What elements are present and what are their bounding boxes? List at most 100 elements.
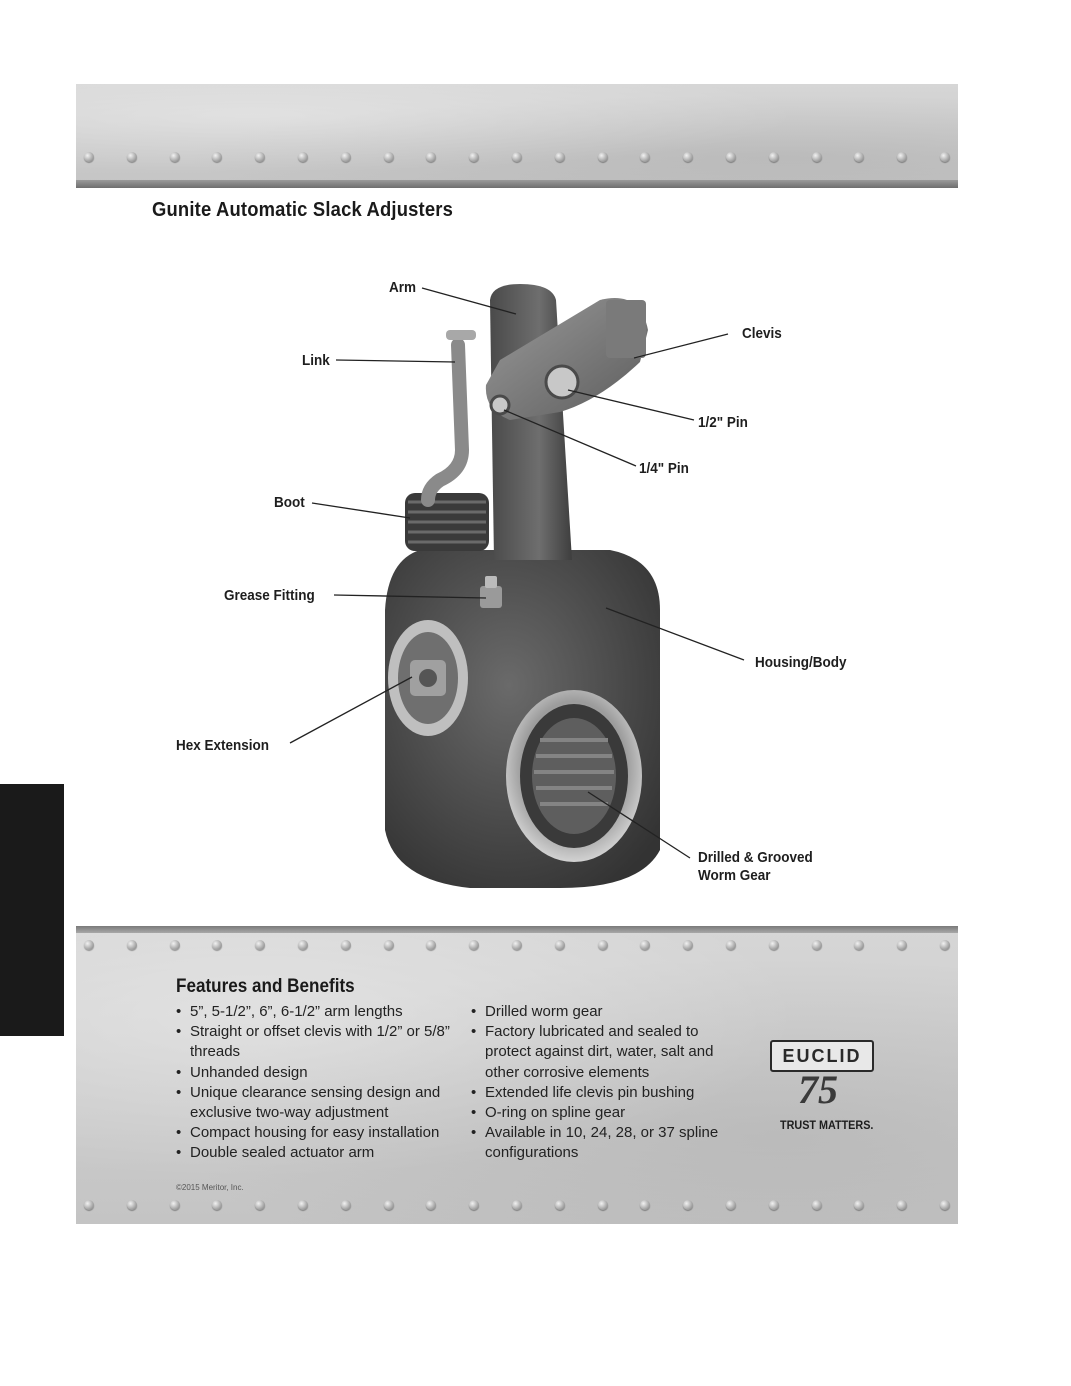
rivet [169,152,180,162]
rivet [640,1200,651,1210]
callout-boot: Boot [274,494,305,511]
rivet [297,940,308,950]
rivet-row-top [76,152,958,166]
logo-brand-box: EUCLID [770,1040,874,1072]
callout-clevis: Clevis [742,325,782,342]
rivet [511,940,522,950]
rivet [511,152,522,162]
callout-housing-body: Housing/Body [755,654,847,671]
rivet [340,152,351,162]
feature-item: Compact housing for easy installation [176,1123,466,1143]
callout-worm-gear-line2: Worm Gear [698,867,771,884]
rivet [383,940,394,950]
rivet-row-features-bottom [76,1200,958,1210]
rivet [469,1200,480,1210]
rivet [255,152,266,162]
rivet [768,940,779,950]
hex-extension [388,620,468,736]
rivet [897,1200,908,1210]
rivet [768,152,779,162]
feature-item: Drilled worm gear [471,1002,741,1022]
grease-fitting [480,576,502,608]
rivet [426,152,437,162]
logo-brand: EUCLID [782,1045,862,1066]
rivet [212,1200,223,1210]
rivet [169,940,180,950]
rivet [126,152,137,162]
rivet [469,152,480,162]
rivet [554,1200,565,1210]
rivet [854,940,865,950]
rivet [469,940,480,950]
features-title: Features and Benefits [176,976,355,997]
rivet [811,940,822,950]
rivet [84,152,94,162]
rivet [255,1200,266,1210]
link [421,330,476,507]
callout-quarter-inch-pin: 1/4" Pin [639,460,689,477]
rivet [640,152,651,162]
features-list-right: Drilled worm gear Factory lubricated and… [471,1002,741,1164]
rivet [212,940,223,950]
rivet [939,152,950,162]
feature-item: Straight or offset clevis with 1/2” or 5… [176,1022,466,1062]
side-section-tab [0,784,64,1036]
feature-item: Extended life clevis pin bushing [471,1083,741,1103]
rivet [383,152,394,162]
rivet [597,152,608,162]
rivet [683,940,694,950]
logo-tagline: TRUST MATTERS. [780,1118,874,1132]
page-title: Gunite Automatic Slack Adjusters [152,199,454,221]
rivet [84,940,94,950]
logo-anniversary-number: 75 [798,1067,838,1112]
rivet [126,1200,137,1210]
features-panel-edge [76,926,958,933]
rivet [939,1200,950,1210]
boot [405,493,489,551]
callout-arm: Arm [389,279,417,296]
rivet [725,1200,736,1210]
rivet [297,152,308,162]
feature-item: Unhanded design [176,1063,466,1083]
rivet [383,1200,394,1210]
rivet [725,152,736,162]
euclid-75-logo: EUCLID 75 TRUST MATTERS. [770,1040,874,1136]
callout-half-inch-pin: 1/2" Pin [698,414,748,431]
feature-item: 5”, 5-1/2”, 6”, 6-1/2” arm lengths [176,1002,466,1022]
rivet [725,940,736,950]
rivet [768,1200,779,1210]
rivet [854,1200,865,1210]
feature-item: O-ring on spline gear [471,1103,741,1123]
rivet [169,1200,180,1210]
rivet [597,1200,608,1210]
rivet [854,152,865,162]
feature-item: Available in 10, 24, 28, or 37 spline co… [471,1123,741,1163]
leader-lines [289,287,745,859]
rivet [255,940,266,950]
rivet [939,940,950,950]
rivet [897,152,908,162]
rivet [683,1200,694,1210]
worm-gear [506,690,642,862]
header-band-edge [76,180,958,188]
rivet [212,152,223,162]
rivet [683,152,694,162]
callout-hex-extension: Hex Extension [176,737,270,754]
rivet [340,1200,351,1210]
rivet-row-features-top [76,940,958,950]
feature-item: Factory lubricated and sealed to protect… [471,1022,741,1083]
feature-item: Unique clearance sensing design and excl… [176,1083,466,1123]
rivet [297,1200,308,1210]
header-metal-band [76,84,958,188]
rivet [597,940,608,950]
rivet [426,940,437,950]
rivet [426,1200,437,1210]
rivet [554,940,565,950]
callout-grease-fitting: Grease Fitting [224,587,315,604]
rivet [511,1200,522,1210]
feature-item: Double sealed actuator arm [176,1143,466,1163]
rivet [897,940,908,950]
rivet [811,152,822,162]
callout-link: Link [302,352,330,369]
rivet [640,940,651,950]
